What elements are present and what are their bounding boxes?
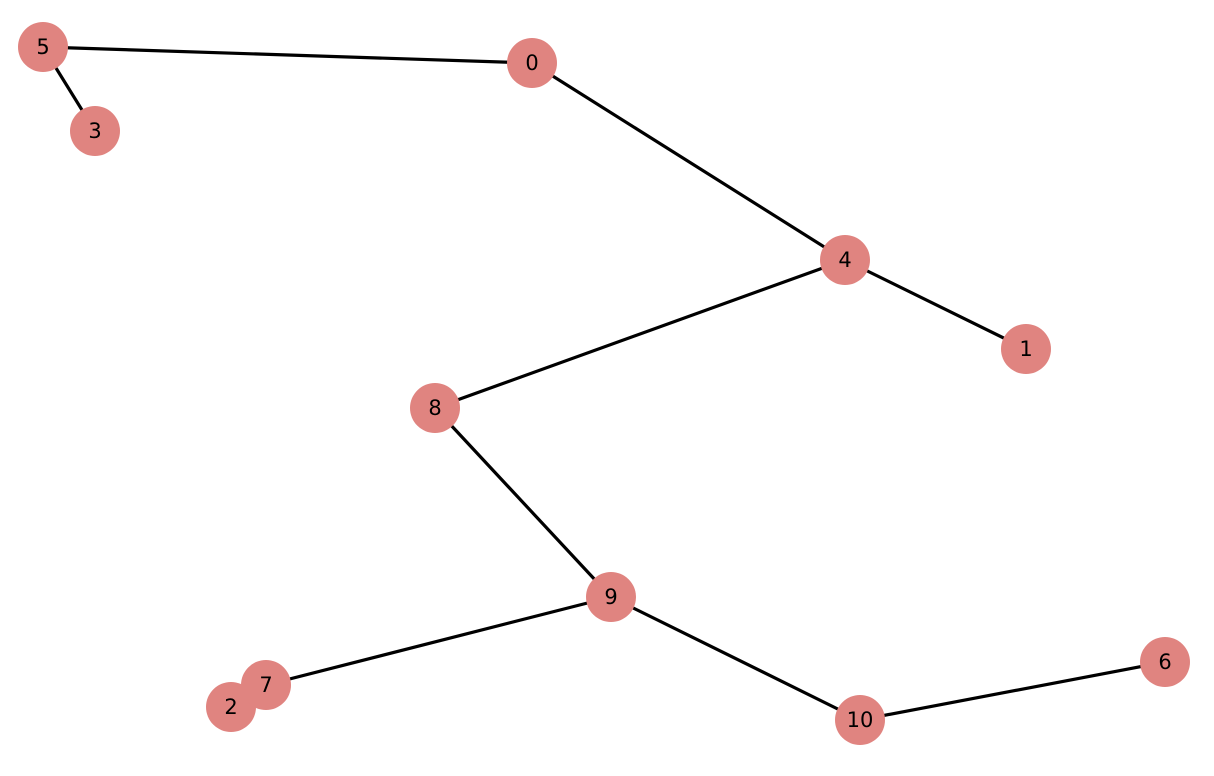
edge-5-0 [41,45,534,65]
node-3: 3 [70,106,120,156]
edge-8-9 [433,406,613,599]
node-label-0: 0 [525,51,538,75]
node-4: 4 [820,235,870,285]
node-6: 6 [1140,637,1190,687]
node-10: 10 [835,695,885,745]
edge-9-10 [609,595,862,722]
node-label-6: 6 [1158,650,1171,674]
node-circle-9 [586,572,636,622]
node-circle-5 [18,22,68,72]
node-circle-7 [241,660,291,710]
node-label-8: 8 [428,396,441,420]
edges-layer [41,45,1167,722]
node-label-4: 4 [838,248,851,272]
node-circle-1 [1001,324,1051,374]
edge-4-8 [433,258,847,410]
nodes-layer: 5 0 3 4 1 8 9 27 10 6 [18,22,1190,745]
node-label-9: 9 [604,585,617,609]
node-circle-3 [70,106,120,156]
node-1: 1 [1001,324,1051,374]
edge-4-1 [843,258,1028,351]
node-7: 7 [241,660,291,710]
node-0: 0 [507,38,557,88]
node-circle-10 [835,695,885,745]
edge-0-4 [530,61,847,262]
node-8: 8 [410,383,460,433]
node-label-2: 2 [224,695,237,719]
node-label-10: 10 [847,708,874,732]
node-label-1: 1 [1019,337,1032,361]
edge-10-6 [858,660,1167,722]
node-circle-4 [820,235,870,285]
edge-9-7 [264,595,613,687]
node-circle-0 [507,38,557,88]
node-5: 5 [18,22,68,72]
node-circle-6 [1140,637,1190,687]
node-circle-8 [410,383,460,433]
node-label-7: 7 [259,673,272,697]
node-9: 9 [586,572,636,622]
node-label-5: 5 [36,35,49,59]
node-label-3: 3 [88,119,101,143]
